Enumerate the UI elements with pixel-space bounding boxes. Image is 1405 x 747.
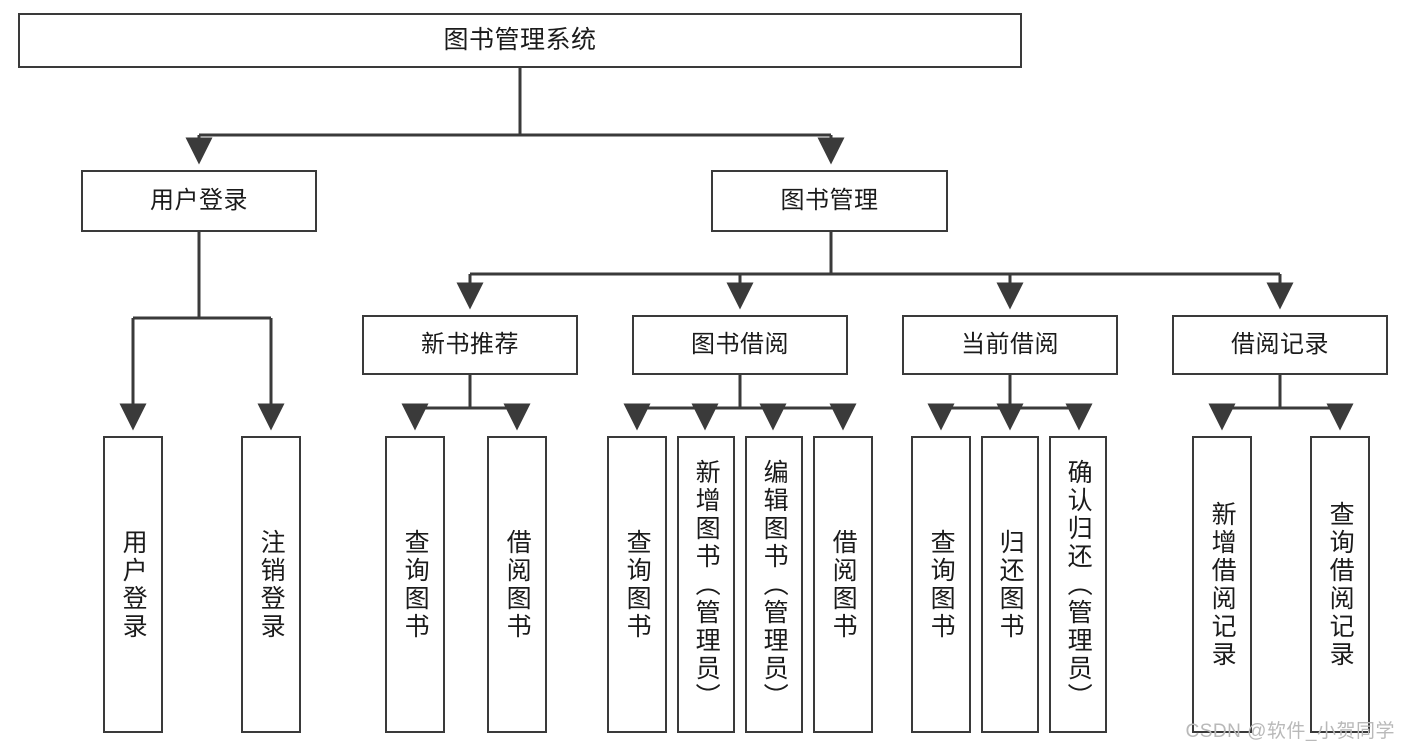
node-label: 查询图书 xyxy=(927,528,956,641)
leaf-logout[interactable]: 注销登录 xyxy=(241,436,301,733)
leaf-add-book-admin[interactable]: 新增图书（管理员） xyxy=(677,436,735,733)
leaf-query-borrow-record[interactable]: 查询借阅记录 xyxy=(1310,436,1370,733)
leaf-borrow-book-recommend[interactable]: 借阅图书 xyxy=(487,436,547,733)
node-label: 图书管理系统 xyxy=(443,25,597,54)
leaf-user-login[interactable]: 用户登录 xyxy=(103,436,163,733)
node-label: 借阅图书 xyxy=(503,528,532,641)
node-label: 新书推荐 xyxy=(421,330,519,358)
node-label: 借阅图书 xyxy=(829,528,858,641)
node-book-management[interactable]: 图书管理 xyxy=(711,170,948,232)
node-user-login[interactable]: 用户登录 xyxy=(81,170,317,232)
node-label: 归还图书 xyxy=(996,528,1025,641)
leaf-edit-book-admin[interactable]: 编辑图书（管理员） xyxy=(745,436,803,733)
node-label: 图书借阅 xyxy=(691,330,789,358)
node-label: 新增图书（管理员） xyxy=(692,458,721,711)
leaf-return-book[interactable]: 归还图书 xyxy=(981,436,1039,733)
node-book-borrow[interactable]: 图书借阅 xyxy=(632,315,848,375)
node-label: 用户登录 xyxy=(119,528,148,641)
node-label: 编辑图书（管理员） xyxy=(760,458,789,711)
node-label: 查询借阅记录 xyxy=(1326,500,1355,669)
node-current-borrow[interactable]: 当前借阅 xyxy=(902,315,1118,375)
leaf-query-book-borrow[interactable]: 查询图书 xyxy=(607,436,667,733)
node-root-system[interactable]: 图书管理系统 xyxy=(18,13,1022,68)
node-new-book-recommend[interactable]: 新书推荐 xyxy=(362,315,578,375)
leaf-query-book-recommend[interactable]: 查询图书 xyxy=(385,436,445,733)
watermark-text: CSDN @软件_小贺同学 xyxy=(1185,721,1395,742)
node-label: 借阅记录 xyxy=(1231,330,1329,358)
node-label: 当前借阅 xyxy=(961,330,1059,358)
node-label: 注销登录 xyxy=(257,528,286,641)
node-label: 新增借阅记录 xyxy=(1208,500,1237,669)
leaf-add-borrow-record[interactable]: 新增借阅记录 xyxy=(1192,436,1252,733)
node-borrow-record[interactable]: 借阅记录 xyxy=(1172,315,1388,375)
node-label: 查询图书 xyxy=(401,528,430,641)
node-label: 用户登录 xyxy=(150,186,248,214)
leaf-borrow-book[interactable]: 借阅图书 xyxy=(813,436,873,733)
node-label: 确认归还（管理员） xyxy=(1064,458,1093,711)
leaf-confirm-return-admin[interactable]: 确认归还（管理员） xyxy=(1049,436,1107,733)
node-label: 查询图书 xyxy=(623,528,652,641)
node-label: 图书管理 xyxy=(780,186,879,214)
leaf-query-book-current[interactable]: 查询图书 xyxy=(911,436,971,733)
